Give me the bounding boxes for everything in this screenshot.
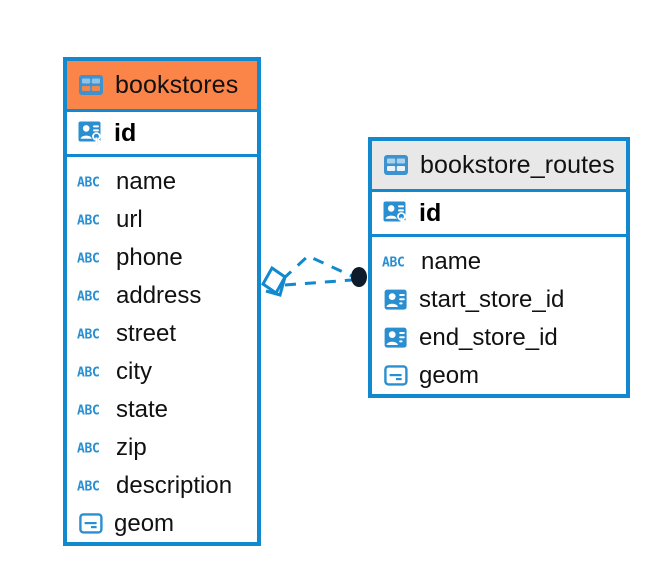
svg-text:ABC: ABC bbox=[77, 176, 100, 190]
abc-text-icon: ABC bbox=[76, 245, 108, 271]
abc-text-icon: ABC bbox=[76, 397, 108, 423]
primary-key-label: id bbox=[114, 118, 137, 147]
entity-title: bookstore_routes bbox=[420, 150, 615, 179]
field-label: state bbox=[116, 396, 169, 423]
table-icon bbox=[76, 70, 106, 100]
field-label: start_store_id bbox=[419, 286, 565, 313]
field-label: zip bbox=[116, 434, 147, 461]
field-row[interactable]: end_store_id bbox=[372, 319, 626, 357]
svg-text:ABC: ABC bbox=[77, 442, 100, 456]
abc-text-icon: ABC bbox=[381, 249, 413, 275]
primary-key-icon bbox=[76, 118, 106, 148]
table-icon bbox=[381, 150, 411, 180]
abc-text-icon: ABC bbox=[76, 321, 108, 347]
abc-text-icon: ABC bbox=[76, 359, 108, 385]
field-list-bookstores: ABC name ABC url ABC bbox=[67, 157, 257, 549]
field-label: geom bbox=[114, 510, 175, 537]
primary-key-row[interactable]: id bbox=[372, 189, 626, 237]
field-label: name bbox=[116, 168, 177, 195]
field-label: geom bbox=[419, 362, 480, 389]
abc-text-icon: ABC bbox=[76, 169, 108, 195]
svg-text:ABC: ABC bbox=[382, 256, 405, 270]
field-label: name bbox=[421, 248, 482, 275]
field-row[interactable]: ABC street bbox=[67, 315, 257, 353]
svg-text:ABC: ABC bbox=[77, 328, 100, 342]
primary-key-label: id bbox=[419, 198, 442, 227]
entity-header-bookstores[interactable]: bookstores bbox=[67, 61, 257, 109]
foreign-key-icon bbox=[381, 323, 411, 353]
field-label: end_store_id bbox=[419, 324, 558, 351]
abc-text-icon: ABC bbox=[76, 473, 108, 499]
field-row[interactable]: ABC name bbox=[372, 243, 626, 281]
field-row[interactable]: geom bbox=[67, 505, 257, 543]
foreign-key-icon bbox=[381, 285, 411, 315]
field-row[interactable]: ABC city bbox=[67, 353, 257, 391]
primary-key-row[interactable]: id bbox=[67, 109, 257, 157]
entity-title: bookstores bbox=[115, 70, 239, 99]
entity-bookstore-routes[interactable]: bookstore_routes id bbox=[368, 137, 630, 398]
field-row[interactable]: geom bbox=[372, 357, 626, 395]
svg-text:ABC: ABC bbox=[77, 480, 100, 494]
field-row[interactable]: ABC phone bbox=[67, 239, 257, 277]
field-list-bookstore-routes: ABC name start_store_id bbox=[372, 237, 626, 401]
field-row[interactable]: start_store_id bbox=[372, 281, 626, 319]
field-label: address bbox=[116, 282, 202, 309]
abc-text-icon: ABC bbox=[76, 435, 108, 461]
field-label: phone bbox=[116, 244, 183, 271]
field-row[interactable]: ABC address bbox=[67, 277, 257, 315]
field-row[interactable]: ABC description bbox=[67, 467, 257, 505]
primary-key-icon bbox=[381, 198, 411, 228]
geometry-icon bbox=[76, 509, 106, 539]
field-label: street bbox=[116, 320, 177, 347]
field-row[interactable]: ABC zip bbox=[67, 429, 257, 467]
field-label: description bbox=[116, 472, 233, 499]
svg-text:ABC: ABC bbox=[77, 214, 100, 228]
geometry-icon bbox=[381, 361, 411, 391]
abc-text-icon: ABC bbox=[76, 283, 108, 309]
field-row[interactable]: ABC name bbox=[67, 163, 257, 201]
svg-text:ABC: ABC bbox=[77, 252, 100, 266]
svg-text:ABC: ABC bbox=[77, 290, 100, 304]
svg-text:ABC: ABC bbox=[77, 404, 100, 418]
entity-header-bookstore-routes[interactable]: bookstore_routes bbox=[372, 141, 626, 189]
field-row[interactable]: ABC url bbox=[67, 201, 257, 239]
field-row[interactable]: ABC state bbox=[67, 391, 257, 429]
entity-bookstores[interactable]: bookstores id bbox=[63, 57, 261, 546]
svg-text:ABC: ABC bbox=[77, 366, 100, 380]
abc-text-icon: ABC bbox=[76, 207, 108, 233]
field-label: url bbox=[116, 206, 143, 233]
field-label: city bbox=[116, 358, 152, 385]
